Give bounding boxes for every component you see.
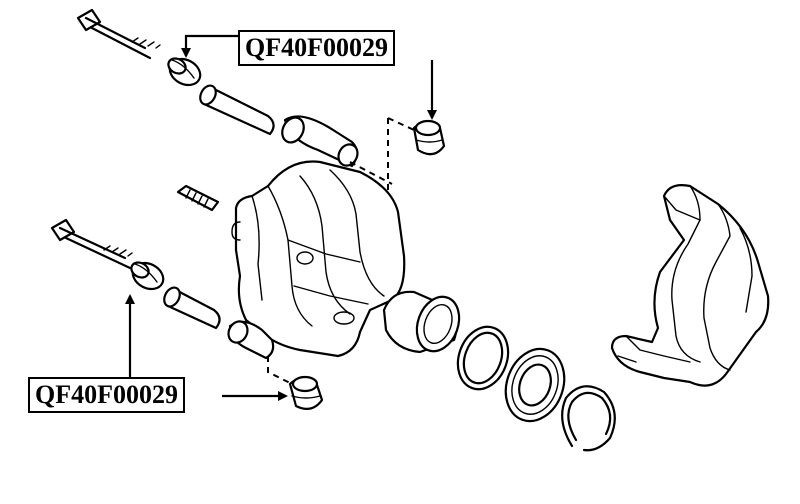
lower-caliper-bushing — [227, 320, 275, 360]
upper-dashed-guide — [387, 117, 415, 190]
part-number-label-top: QF40F00029 — [238, 30, 395, 66]
caliper-bracket — [610, 184, 770, 387]
lower-guide-bolt — [50, 218, 133, 270]
lower-right-rubber-boot — [288, 375, 324, 411]
top-label-boot-arrow — [181, 34, 238, 58]
caliper-piston — [382, 290, 461, 354]
dust-boot — [504, 347, 566, 423]
bleeder-screw — [176, 184, 220, 212]
upper-guide-bolt — [76, 8, 161, 60]
upper-guide-pin — [199, 84, 275, 136]
lower-guide-pin — [163, 286, 221, 330]
lower-dashed-guide — [267, 356, 293, 385]
piston-seal — [456, 325, 510, 391]
lower-rubber-boot — [130, 261, 165, 291]
part-number-label-bottom: QF40F00029 — [28, 377, 185, 413]
upper-caliper-bushing — [281, 115, 359, 168]
upper-dashed-link — [349, 161, 393, 185]
retaining-ring — [561, 385, 616, 452]
upper-rubber-boot — [167, 57, 202, 87]
upper-right-rubber-boot — [412, 119, 446, 156]
